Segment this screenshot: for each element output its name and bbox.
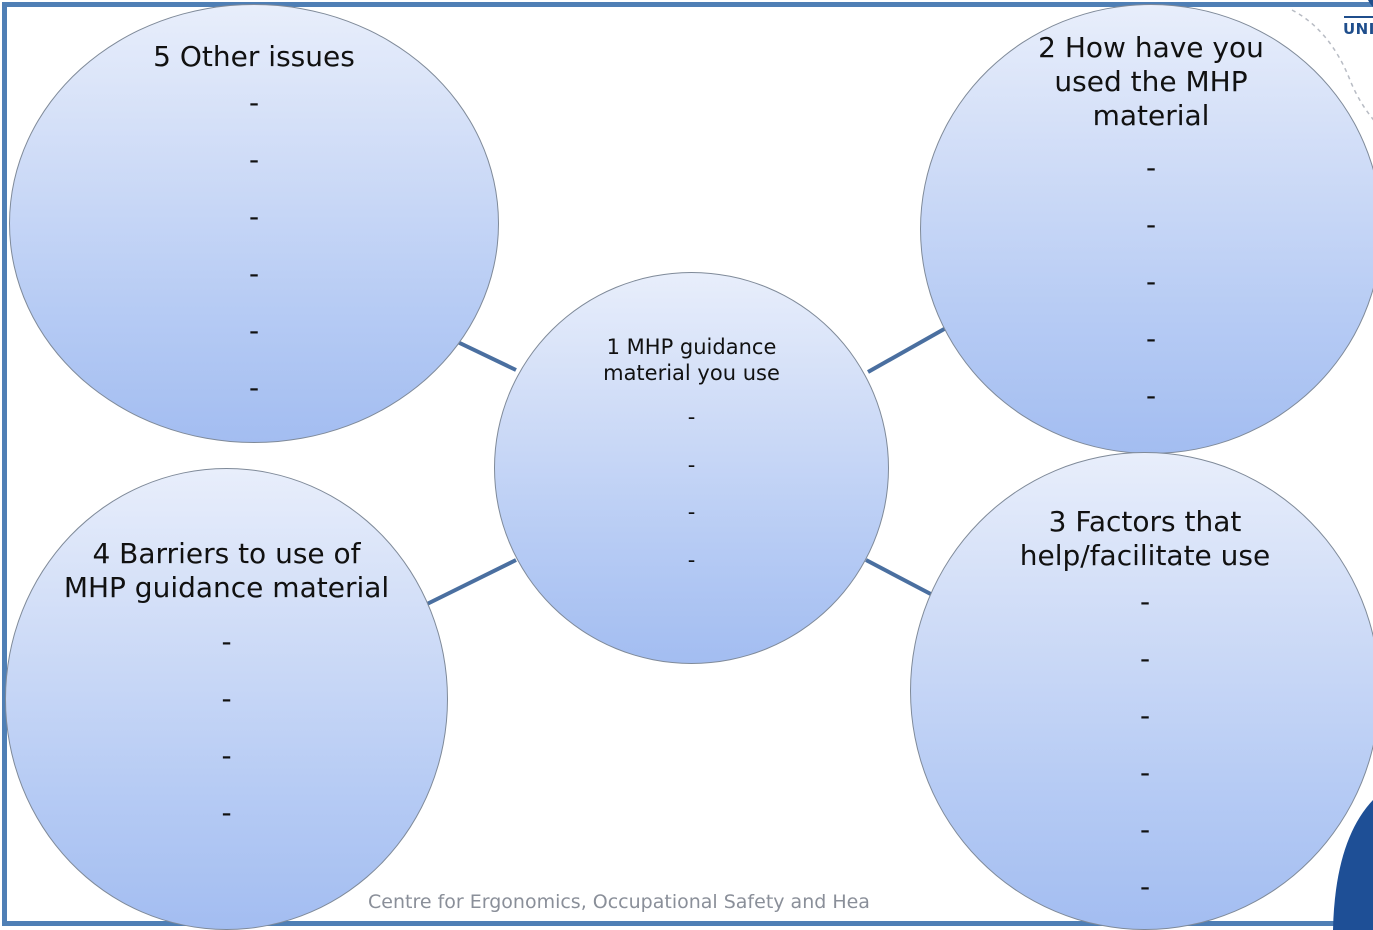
bullet-item: -: [248, 86, 260, 120]
logo-arc-decoration: [1291, 9, 1373, 121]
bullet-item: -: [1145, 151, 1157, 185]
bullet-item: -: [248, 314, 260, 348]
node-other-issues: 5 Other issues - - - - - -: [9, 4, 499, 443]
university-logo-icon: [1344, 0, 1373, 18]
bullet-item: -: [221, 682, 232, 716]
footer-text: Centre for Ergonomics, Occupational Safe…: [368, 891, 870, 913]
node-facilitating-factors: 3 Factors that help/facilitate use - - -…: [910, 452, 1373, 930]
bullet-item: -: [687, 452, 696, 477]
node-title: 2 How have you used the MHP material: [1038, 31, 1264, 133]
bullet-item: -: [221, 739, 232, 773]
bullet-item: -: [687, 547, 696, 572]
corner-logo-shape: [1333, 800, 1373, 930]
node-barriers: 4 Barriers to use of MHP guidance materi…: [5, 468, 448, 930]
bullet-item: -: [687, 500, 696, 525]
node-title: 4 Barriers to use of MHP guidance materi…: [63, 537, 390, 605]
bullet-list: - - - - - -: [911, 573, 1373, 915]
connector-center-to-2: [867, 326, 947, 374]
bullet-item: -: [1139, 699, 1151, 733]
node-title: 3 Factors that help/facilitate use: [1019, 505, 1271, 573]
bullet-item: -: [1139, 585, 1151, 619]
bullet-item: -: [1139, 756, 1151, 790]
bullet-item: -: [1139, 642, 1151, 676]
bullet-item: -: [1139, 870, 1151, 904]
bullet-item: -: [687, 405, 696, 430]
bullet-list: - - - -: [6, 613, 447, 841]
bullet-item: -: [221, 625, 232, 659]
bullet-item: -: [1145, 322, 1157, 356]
node-title: 1 MHP guidance material you use: [603, 335, 780, 385]
bullet-list: - - - - -: [921, 139, 1373, 424]
node-how-used: 2 How have you used the MHP material - -…: [920, 4, 1373, 454]
bullet-item: -: [1145, 379, 1157, 413]
bullet-item: -: [248, 200, 260, 234]
node-center-guidance-material: 1 MHP guidance material you use - - - -: [494, 272, 889, 664]
bullet-item: -: [1139, 813, 1151, 847]
bullet-item: -: [221, 796, 232, 830]
connector-center-to-4: [422, 558, 517, 608]
bullet-item: -: [248, 143, 260, 177]
university-logo-text: UNI: [1343, 20, 1373, 38]
node-title: 5 Other issues: [153, 40, 355, 73]
bullet-list: - - - -: [495, 394, 888, 584]
bullet-item: -: [248, 257, 260, 291]
bullet-item: -: [248, 371, 260, 405]
bullet-item: -: [1145, 208, 1157, 242]
bullet-list: - - - - - -: [10, 74, 498, 416]
bullet-item: -: [1145, 265, 1157, 299]
